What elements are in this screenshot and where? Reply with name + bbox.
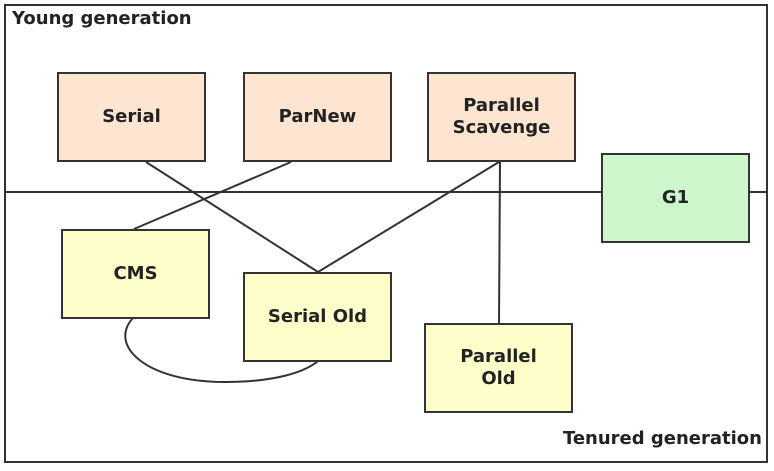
edge-parnew-cms [133,161,292,230]
outer-frame [4,4,768,463]
cms-collector: CMS [61,229,210,319]
edge-serial-serial-old [145,161,319,273]
parnew-collector: ParNew [243,72,392,162]
parallel-old-collector: Parallel Old [424,323,573,413]
parallel-scavenge-collector: Parallel Scavenge [427,72,576,162]
serial-old-collector: Serial Old [243,272,392,362]
young-generation-label: Young generation [12,8,192,29]
serial-collector: Serial [57,72,206,162]
g1-collector: G1 [601,153,750,243]
edge-parallel-scavenge-serial-old [317,161,500,273]
tenured-generation-label: Tenured generation [562,428,762,449]
edge-parallel-scavenge-parallel-old [498,161,501,324]
edge-cms-serial-old [124,317,319,384]
